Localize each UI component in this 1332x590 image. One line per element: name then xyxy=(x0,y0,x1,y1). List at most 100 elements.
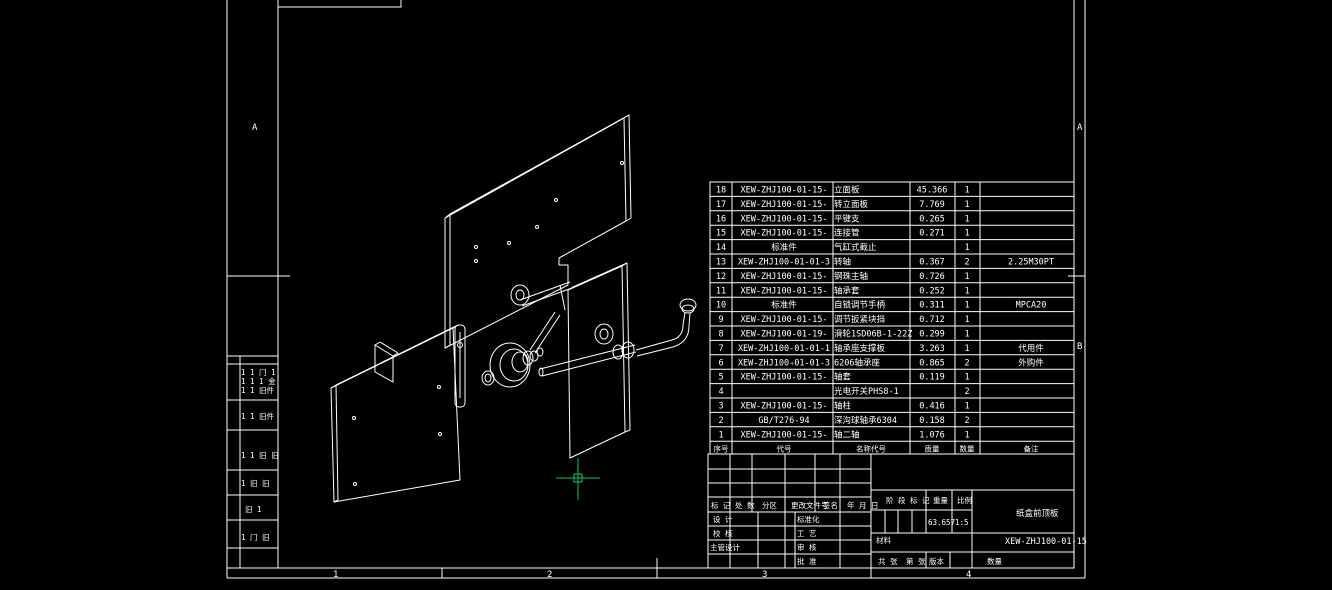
bom-cell-qty: 1 xyxy=(964,430,969,440)
bom-cell-qty: 1 xyxy=(964,200,969,210)
bom-cell-no: 14 xyxy=(716,243,726,253)
drawing-frame xyxy=(226,0,1086,579)
stage-label: 阶 段 标 记 xyxy=(886,495,930,505)
isometric-assembly-view[interactable] xyxy=(330,114,697,503)
bom-header-qty: 数量 xyxy=(960,444,975,454)
mass-value: 63.657 xyxy=(928,518,955,527)
bom-cell-qty: 1 xyxy=(964,286,969,296)
sheet-total-label: 共 张 xyxy=(878,557,898,566)
bom-header-code: 代号 xyxy=(777,444,792,454)
rev-label-count: 处 数 xyxy=(735,500,755,510)
bom-cell-qty: 1 xyxy=(964,301,969,311)
bom-cell-no: 11 xyxy=(716,286,726,296)
bom-cell-no: 2 xyxy=(718,416,723,426)
bom-header-no: 序号 xyxy=(714,444,729,454)
bom-cell-name: 6206轴承座 xyxy=(834,357,880,368)
title-block: 标 记 处 数 分区 更改文件号 签名 年 月 日 设 计 校 核 主管设计 标… xyxy=(710,495,1087,566)
bom-cell-code: XEW-ZHJ100-01-15- xyxy=(741,214,828,224)
bom-cell-code: XEW-ZHJ100-01-15- xyxy=(741,315,828,325)
bom-cell-code: 标准件 xyxy=(771,242,797,253)
bom-cell-mass: 0.367 xyxy=(919,258,945,268)
bom-cell-qty: 1 xyxy=(964,272,969,282)
bom-cell-name: 钢珠主轴 xyxy=(834,271,868,282)
bom-cell-no: 4 xyxy=(718,387,723,397)
slotted-bar xyxy=(454,324,466,408)
bom-cell-name: 转轴 xyxy=(834,257,851,268)
bom-cell-no: 16 xyxy=(716,214,726,224)
bom-row: 14 标准件 气缸式截止 1 xyxy=(716,242,970,253)
bom-cell-qty: 1 xyxy=(964,315,969,325)
bom-cell-qty: 2 xyxy=(964,416,969,426)
material-label: 材料 xyxy=(876,535,891,545)
bom-cell-name: 轴承座支撑板 xyxy=(834,343,886,354)
bom-cell-mass: 0.299 xyxy=(919,330,945,340)
bom-cell-mass: 7.769 xyxy=(919,200,945,210)
bom-cell-no: 15 xyxy=(716,229,726,239)
bom-cell-code: XEW-ZHJ100-01-01-3 xyxy=(738,258,830,268)
bom-cell-mass: 0.119 xyxy=(919,373,945,383)
zone-label-bottom-1: 1 xyxy=(333,570,338,580)
rev-label-date: 年 月 日 xyxy=(847,500,879,510)
bom-cell-code: XEW-ZHJ100-01-15- xyxy=(741,430,828,440)
bom-header-mass: 质量 xyxy=(925,444,940,454)
scale-value: 1:5 xyxy=(955,518,969,527)
bom-cell-name: 气缸式截止 xyxy=(834,242,877,253)
bom-cell-qty: 1 xyxy=(964,330,969,340)
bom-cell-name: 转立面板 xyxy=(834,199,869,210)
bom-cell-code: XEW-ZHJ100-01-15- xyxy=(741,402,828,412)
bom-cell-mass: 1.076 xyxy=(919,430,945,440)
role-approve: 批 准 xyxy=(797,556,817,566)
bom-cell-qty: 1 xyxy=(964,243,969,253)
role-design: 设 计 xyxy=(713,514,733,524)
role-check: 校 核 xyxy=(713,528,733,538)
upper-plate xyxy=(444,114,632,349)
bom-cell-remark: 外购件 xyxy=(1018,357,1044,368)
bom-cell-remark: 2.25M30PT xyxy=(1008,258,1054,268)
bom-cell-no: 18 xyxy=(716,186,726,196)
drawing-title: 纸盒前顶板 xyxy=(1016,508,1059,519)
bom-cell-code: XEW-ZHJ100-01-19- xyxy=(741,330,828,340)
bom-cell-qty: 1 xyxy=(964,186,969,196)
bom-cell-qty: 2 xyxy=(964,387,969,397)
bom-cell-name: 轴二轴 xyxy=(834,429,860,440)
role-process: 工 艺 xyxy=(797,529,817,538)
role-review: 审 核 xyxy=(797,542,817,552)
bom-cell-mass: 0.865 xyxy=(919,358,945,368)
left-stamp-label: 1 1 旧 旧 xyxy=(241,451,279,460)
rev-label-zone: 分区 xyxy=(762,501,777,510)
arm-linkage xyxy=(510,281,614,354)
left-stamp-label: 1 旧 旧 xyxy=(241,479,270,488)
bom-cell-code: 标准件 xyxy=(771,300,797,311)
zone-label-right-a: A xyxy=(1077,123,1083,133)
role-lead-design: 主管设计 xyxy=(710,542,740,552)
bom-cell-no: 9 xyxy=(718,315,723,325)
bom-cell-code: GB/T276-94 xyxy=(758,416,809,426)
bom-cell-code: XEW-ZHJ100-01-15- xyxy=(741,272,828,282)
bom-cell-remark: 代用件 xyxy=(1018,343,1044,354)
zone-label-bottom-3: 3 xyxy=(762,570,767,580)
bom-cell-mass: 0.158 xyxy=(919,416,945,426)
bom-table-grid xyxy=(709,181,1075,455)
bom-cell-qty: 1 xyxy=(964,344,969,354)
bracket-tab xyxy=(374,341,399,383)
bom-cell-qty: 2 xyxy=(964,258,969,268)
drawing-number: XEW-ZHJ100-01-15 xyxy=(1005,537,1087,547)
bom-cell-qty: 1 xyxy=(964,214,969,224)
snap-marker: + xyxy=(790,359,795,368)
bom-cell-name: 自锁调节手柄 xyxy=(834,300,886,311)
bom-cell-no: 17 xyxy=(716,200,726,210)
bom-cell-mass: 0.311 xyxy=(919,301,945,311)
bom-cell-mass: 3.263 xyxy=(919,344,945,354)
bom-cell-remark: MPCA20 xyxy=(1016,301,1047,311)
adjust-handle[interactable] xyxy=(635,298,697,357)
bom-cell-no: 6 xyxy=(718,358,723,368)
bom-cell-code: XEW-ZHJ100-01-15- xyxy=(741,286,828,296)
